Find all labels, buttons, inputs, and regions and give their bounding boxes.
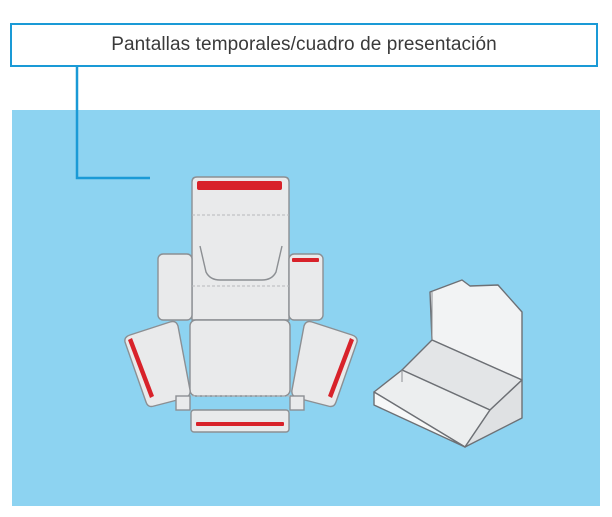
die-cut-layout	[124, 176, 358, 433]
die-cut-top-panel	[191, 176, 290, 321]
die-cut-bottom-flap	[190, 409, 290, 433]
fold-lines	[192, 214, 290, 397]
glue-strips	[128, 181, 354, 426]
caption-text: Pantallas temporales/cuadro de presentac…	[111, 34, 497, 55]
caption-box: Pantallas temporales/cuadro de presentac…	[10, 23, 598, 67]
die-cut-left-flap	[157, 253, 193, 321]
die-cut-right-flap	[288, 253, 324, 321]
die-cut-window	[199, 245, 283, 281]
die-cut-base-panel	[189, 319, 291, 397]
die-cut-right-wing	[291, 320, 358, 408]
assembled-display-box	[373, 279, 523, 448]
die-cut-left-wing	[124, 320, 191, 408]
